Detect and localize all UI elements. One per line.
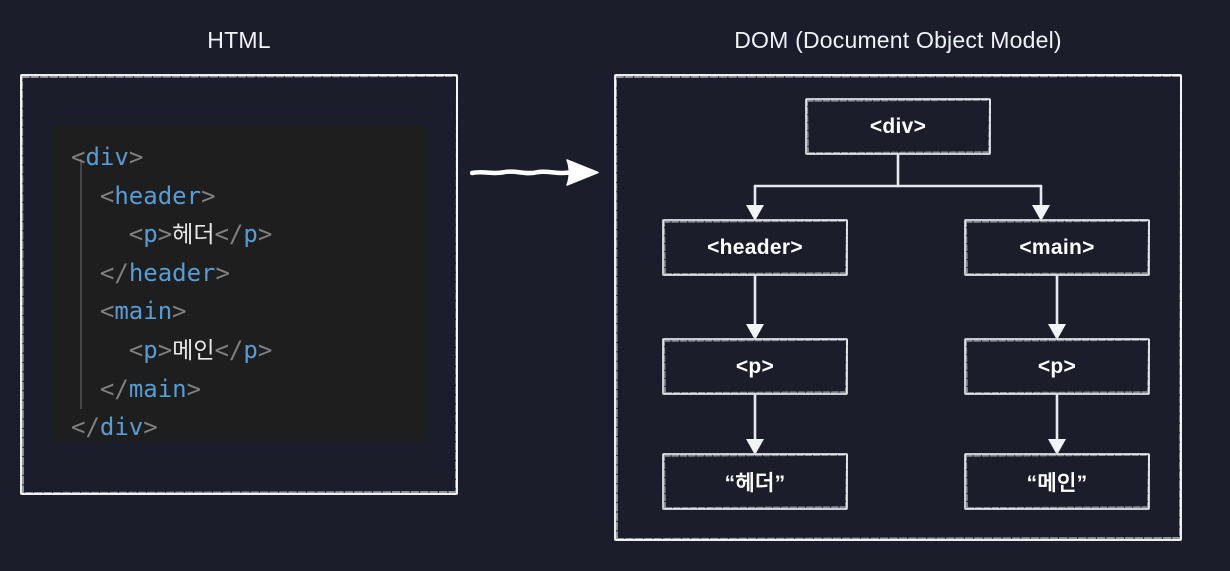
tree-node-header[interactable]: <header>: [662, 219, 848, 276]
tree-node-text-main[interactable]: “메인”: [964, 453, 1150, 510]
code-indent: [71, 220, 129, 248]
code-token-punct: <: [128, 220, 144, 249]
tree-node-label: <main>: [1019, 235, 1095, 259]
tree-node-p-main[interactable]: <p>: [964, 338, 1150, 395]
tree-node-text-header[interactable]: “헤더”: [662, 453, 848, 510]
code-line: </main>: [71, 370, 428, 409]
tree-edges: [614, 74, 1182, 541]
code-token-tag: header: [114, 181, 202, 210]
code-token-punct: </: [214, 220, 244, 249]
code-token-punct: >: [257, 335, 273, 364]
code-token-punct: >: [157, 335, 173, 364]
code-token-punct: >: [157, 220, 173, 249]
transforms-into-arrow-icon: [470, 152, 605, 192]
tree-node-main[interactable]: <main>: [964, 219, 1150, 276]
code-indent: [71, 375, 100, 403]
code-indent-guide: [80, 159, 82, 409]
code-indent: [71, 182, 100, 210]
code-line: </header>: [71, 254, 428, 293]
code-token-tag: header: [128, 258, 216, 287]
code-token-tag: main: [114, 297, 173, 326]
code-token-punct: >: [257, 220, 273, 249]
code-token-tag: div: [99, 413, 144, 442]
html-panel-title: HTML: [207, 27, 271, 53]
code-token-tag: p: [143, 220, 158, 249]
dom-tree: <div> <header> <main>: [614, 74, 1182, 541]
code-token-punct: >: [143, 413, 158, 442]
code-token-text: 헤더: [172, 222, 215, 249]
code-token-punct: </: [71, 413, 100, 442]
code-token-tag: p: [143, 335, 158, 364]
code-token-punct: <: [71, 143, 86, 171]
code-token-punct: <: [99, 181, 115, 210]
code-line: <p>헤더</p>: [71, 215, 428, 254]
tree-node-label: <p>: [1037, 354, 1077, 378]
code-token-punct: <: [99, 297, 115, 326]
code-token-punct: >: [201, 181, 216, 210]
code-token-punct: </: [214, 335, 244, 364]
code-token-punct: >: [128, 143, 144, 171]
code-indent: [71, 336, 129, 364]
code-indent: [71, 297, 100, 325]
tree-node-div[interactable]: <div>: [805, 98, 991, 155]
code-token-punct: >: [186, 374, 202, 403]
tree-node-label: <p>: [735, 354, 775, 378]
code-text: <div> <header> <p>헤더</p> </header> <main…: [51, 138, 428, 447]
code-token-tag: p: [243, 220, 258, 249]
html-code-block: <div> <header> <p>헤더</p> </header> <main…: [51, 126, 428, 441]
code-token-tag: p: [243, 335, 258, 364]
code-token-punct: >: [172, 297, 187, 326]
code-token-punct: <: [128, 335, 144, 364]
code-line: </div>: [71, 408, 428, 447]
code-line: <p>메인</p>: [71, 331, 428, 370]
code-line: <div>: [71, 138, 428, 177]
code-line: <main>: [71, 292, 428, 331]
code-indent: [71, 259, 100, 287]
code-token-text: 메인: [172, 337, 215, 364]
code-token-tag: div: [85, 143, 129, 171]
tree-node-label: “메인”: [1026, 471, 1088, 495]
code-line: <header>: [71, 177, 428, 216]
code-token-punct: >: [215, 258, 230, 287]
tree-node-label: “헤더”: [724, 471, 786, 495]
code-token-tag: main: [128, 374, 187, 403]
tree-node-label: <header>: [707, 235, 803, 259]
tree-node-p-header[interactable]: <p>: [662, 338, 848, 395]
code-token-punct: </: [99, 374, 129, 403]
tree-node-label: <div>: [869, 114, 927, 138]
code-token-punct: </: [99, 258, 129, 287]
dom-panel-title: DOM (Document Object Model): [734, 27, 1062, 53]
